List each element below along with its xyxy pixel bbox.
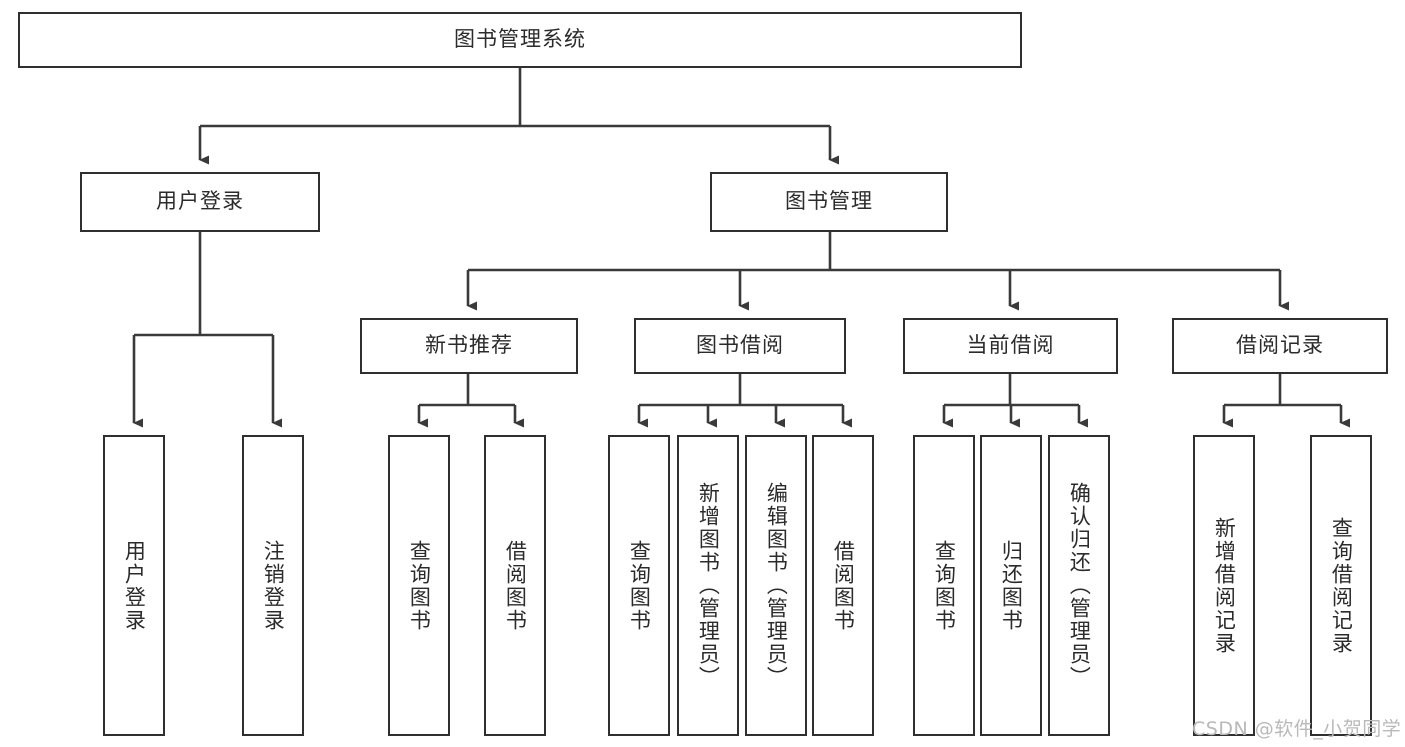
leaf-user-login-label: 用户登录 (122, 539, 147, 632)
node-root[interactable]: 图书管理系统 (18, 12, 1022, 68)
leaf-query-book-bb[interactable]: 查询图书 (608, 435, 670, 736)
leaf-logout-label: 注销登录 (261, 539, 286, 632)
node-new-book-recommendation-label: 新书推荐 (425, 333, 513, 358)
node-book-borrowing-label: 图书借阅 (696, 333, 784, 358)
leaf-edit-book-admin[interactable]: 编辑图书（管理员） (745, 435, 807, 736)
leaf-borrow-book-nbr[interactable]: 借阅图书 (484, 435, 546, 736)
leaf-edit-book-admin-label: 编辑图书（管理员） (764, 482, 789, 689)
node-new-book-recommendation[interactable]: 新书推荐 (360, 318, 578, 374)
node-borrowing-record-label: 借阅记录 (1236, 333, 1324, 358)
leaf-query-borrow-record-label: 查询借阅记录 (1329, 516, 1354, 655)
node-current-borrowing[interactable]: 当前借阅 (903, 318, 1118, 374)
node-book-management[interactable]: 图书管理 (710, 172, 948, 232)
node-user-login[interactable]: 用户登录 (80, 172, 320, 232)
leaf-query-book-cb[interactable]: 查询图书 (913, 435, 975, 736)
node-borrowing-record[interactable]: 借阅记录 (1172, 318, 1388, 374)
leaf-add-borrow-record-label: 新增借阅记录 (1212, 516, 1237, 655)
leaf-borrow-book-nbr-label: 借阅图书 (503, 539, 528, 632)
leaf-borrow-book-bb-label: 借阅图书 (831, 539, 856, 632)
node-root-label: 图书管理系统 (454, 27, 586, 52)
watermark-text: CSDN @软件_小贺同学 (1192, 718, 1402, 740)
node-book-borrowing[interactable]: 图书借阅 (634, 318, 846, 374)
node-current-borrowing-label: 当前借阅 (966, 333, 1055, 358)
leaf-query-book-bb-label: 查询图书 (627, 539, 652, 632)
leaf-query-book-nbr[interactable]: 查询图书 (388, 435, 450, 736)
leaf-query-borrow-record[interactable]: 查询借阅记录 (1310, 435, 1372, 736)
leaf-logout[interactable]: 注销登录 (242, 435, 304, 736)
leaf-add-book-admin[interactable]: 新增图书（管理员） (677, 435, 739, 736)
node-user-login-label: 用户登录 (156, 189, 244, 214)
leaf-confirm-return-admin[interactable]: 确认归还（管理员） (1048, 435, 1110, 736)
leaf-query-book-nbr-label: 查询图书 (407, 539, 432, 632)
leaf-add-borrow-record[interactable]: 新增借阅记录 (1193, 435, 1255, 736)
leaf-return-book-label: 归还图书 (999, 539, 1024, 632)
leaf-add-book-admin-label: 新增图书（管理员） (696, 482, 721, 689)
leaf-query-book-cb-label: 查询图书 (932, 539, 957, 632)
node-book-management-label: 图书管理 (785, 189, 873, 214)
leaf-user-login[interactable]: 用户登录 (103, 435, 165, 736)
leaf-borrow-book-bb[interactable]: 借阅图书 (812, 435, 874, 736)
leaf-confirm-return-admin-label: 确认归还（管理员） (1067, 482, 1092, 689)
leaf-return-book[interactable]: 归还图书 (980, 435, 1042, 736)
